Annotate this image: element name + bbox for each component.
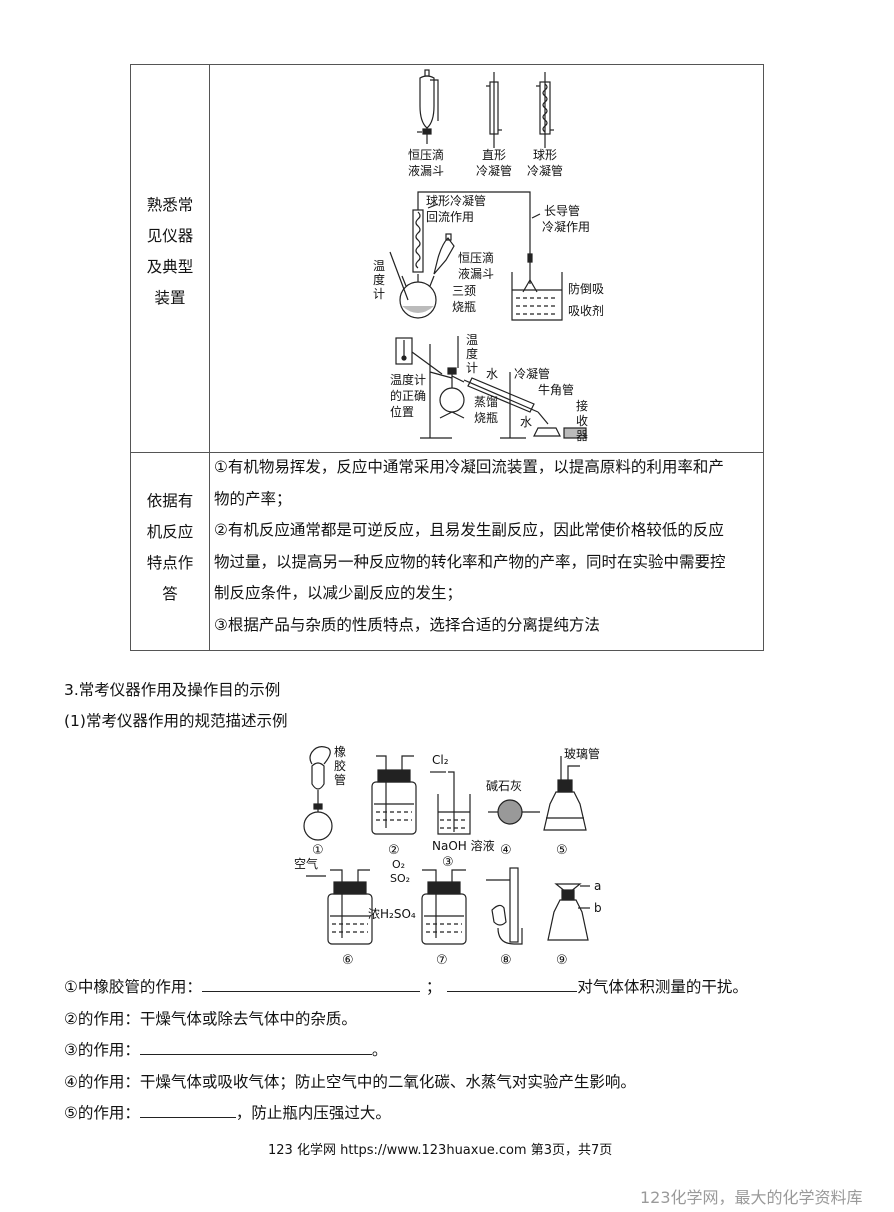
a-label: a <box>594 879 601 893</box>
straight-condenser-label-2: 冷凝管 <box>476 163 512 178</box>
row1-label: 熟悉常 见仪器 及典型 装置 <box>146 196 194 307</box>
reason-line: 物的产率； <box>214 489 292 508</box>
h2so4-label: 浓H₂SO₄ <box>368 907 416 921</box>
answer-blank[interactable] <box>139 1039 372 1055</box>
adapter-label: 牛角管 <box>538 382 574 397</box>
glass-tube-label: 玻璃管 <box>564 746 600 761</box>
row2-label: 依据有 机反应 特点作 答 <box>146 492 194 603</box>
position-label-3: 位置 <box>390 404 414 419</box>
cl2-label: Cl₂ <box>432 753 449 767</box>
row2-text: ①有机物易挥发，反应中通常采用冷凝回流装置，以提高原料的利用率和产 物的产率； … <box>214 452 762 641</box>
water-out-label: 水 <box>520 415 532 429</box>
b-label: b <box>594 901 602 915</box>
receiver-1: 接 <box>576 398 588 413</box>
flask-label-2: 烧瓶 <box>452 300 476 314</box>
water-in-label: 水 <box>486 367 498 381</box>
reason-line: ③根据产品与杂质的性质特点，选择合适的分离提纯方法 <box>214 615 600 634</box>
rubber-tube-label-2: 胶 <box>334 758 346 773</box>
air-label: 空气 <box>294 856 318 871</box>
receiver-2: 收 <box>576 414 588 428</box>
question-5: ⑤的作用：，防止瓶内压强过大。 <box>64 1102 391 1122</box>
reflux-label-1: 球形冷凝管 <box>426 193 486 208</box>
condenser-label: 冷凝管 <box>514 366 550 381</box>
num-2: ② <box>388 843 400 858</box>
distill-flask-2: 烧瓶 <box>474 411 498 425</box>
antisuck-label: 防倒吸 <box>568 281 604 296</box>
flask-label-1: 三颈 <box>452 284 476 298</box>
question-2: ②的作用：干燥气体或除去气体中的杂质。 <box>64 1010 357 1028</box>
thermo-label-3: 计 <box>373 287 385 301</box>
reason-line: 制反应条件，以减少副反应的发生； <box>214 584 463 602</box>
answer-blank[interactable] <box>201 976 420 992</box>
rubber-tube-label-1: 橡 <box>334 745 346 759</box>
question-1: ①中橡胶管的作用：；对气体体积测量的干扰。 <box>64 976 748 996</box>
reflux-label-2: 回流作用 <box>426 210 474 224</box>
funnel-label-1: 恒压滴 <box>408 147 444 162</box>
thermo-label-1: 温 <box>373 259 385 273</box>
absorbent-label: 吸收剂 <box>568 303 604 318</box>
naoh-label: NaOH 溶液 <box>432 838 495 853</box>
position-label-2: 的正确 <box>390 388 426 403</box>
num-9: ⑨ <box>556 953 568 968</box>
apparatus-figure: 橡 胶 管 Cl₂ NaOH 溶液 碱石灰 玻璃管 空气 O₂ SO₂ 浓H₂S… <box>294 745 602 968</box>
position-label-1: 温度计 <box>390 372 426 387</box>
answer-blank[interactable] <box>139 1102 236 1118</box>
num-3: ③ <box>442 855 454 870</box>
thermo-label-2: 度 <box>373 272 385 287</box>
question-3: ③的作用：。 <box>64 1039 388 1059</box>
straight-condenser-label-1: 直形 <box>482 148 506 162</box>
watermark: 123化学网，最大的化学资料库 <box>640 1188 863 1207</box>
num-1: ① <box>312 843 324 858</box>
num-8: ⑧ <box>500 953 512 968</box>
reason-line: ②有机反应通常都是可逆反应，且易发生副反应，因此常使价格较低的反应 <box>214 521 724 539</box>
o2-label: O₂ <box>392 858 405 871</box>
reason-line: ①有机物易挥发，反应中通常采用冷凝回流装置，以提高原料的利用率和产 <box>214 458 724 476</box>
reflux-apparatus-figure: 球形冷凝管 回流作用 长导管 冷凝作用 恒压滴 液漏斗 温 度 计 三颈 烧瓶 … <box>373 191 604 321</box>
soda-lime-label: 碱石灰 <box>486 779 522 793</box>
section-title: 3.常考仪器作用及操作目的示例 <box>64 681 281 699</box>
distill-thermo-2: 度 <box>466 346 478 361</box>
num-4: ④ <box>500 843 512 858</box>
reason-line: 物过量，以提高另一种反应物的转化率和产物的产率，同时在实验中需要控 <box>214 552 726 571</box>
distill-flask-1: 蒸馏 <box>474 395 498 409</box>
funnel-label-2: 液漏斗 <box>408 163 444 178</box>
num-5: ⑤ <box>556 843 568 858</box>
bulb-condenser-label-2: 冷凝管 <box>527 163 563 178</box>
funnel-label-1: 恒压滴 <box>458 250 494 265</box>
rubber-tube-label-3: 管 <box>334 772 346 787</box>
so2-label: SO₂ <box>390 872 410 885</box>
bulb-condenser-label-1: 球形 <box>533 148 557 162</box>
distillation-figure: 温 度 计 温度计 的正确 位置 水 冷凝管 牛角管 蒸馏 烧瓶 水 接 收 器 <box>390 333 588 443</box>
distill-thermo-1: 温 <box>466 333 478 347</box>
longtube-label-1: 长导管 <box>544 203 580 218</box>
instrument-figure-top: 恒压滴 液漏斗 直形 冷凝管 球形 冷凝管 <box>408 69 563 178</box>
longtube-label-2: 冷凝作用 <box>542 219 590 234</box>
answer-blank[interactable] <box>447 976 578 992</box>
funnel-label-2: 液漏斗 <box>458 266 494 281</box>
subsection-title: (1)常考仪器作用的规范描述示例 <box>64 712 288 730</box>
page-footer: 123 化学网 https://www.123huaxue.com 第3页，共7… <box>268 1143 613 1158</box>
distill-thermo-3: 计 <box>466 361 478 375</box>
num-7: ⑦ <box>436 953 448 968</box>
receiver-3: 器 <box>576 429 588 443</box>
num-6: ⑥ <box>342 953 354 968</box>
question-4: ④的作用：干燥气体或吸收气体；防止空气中的二氧化碳、水蒸气对实验产生影响。 <box>64 1073 636 1091</box>
